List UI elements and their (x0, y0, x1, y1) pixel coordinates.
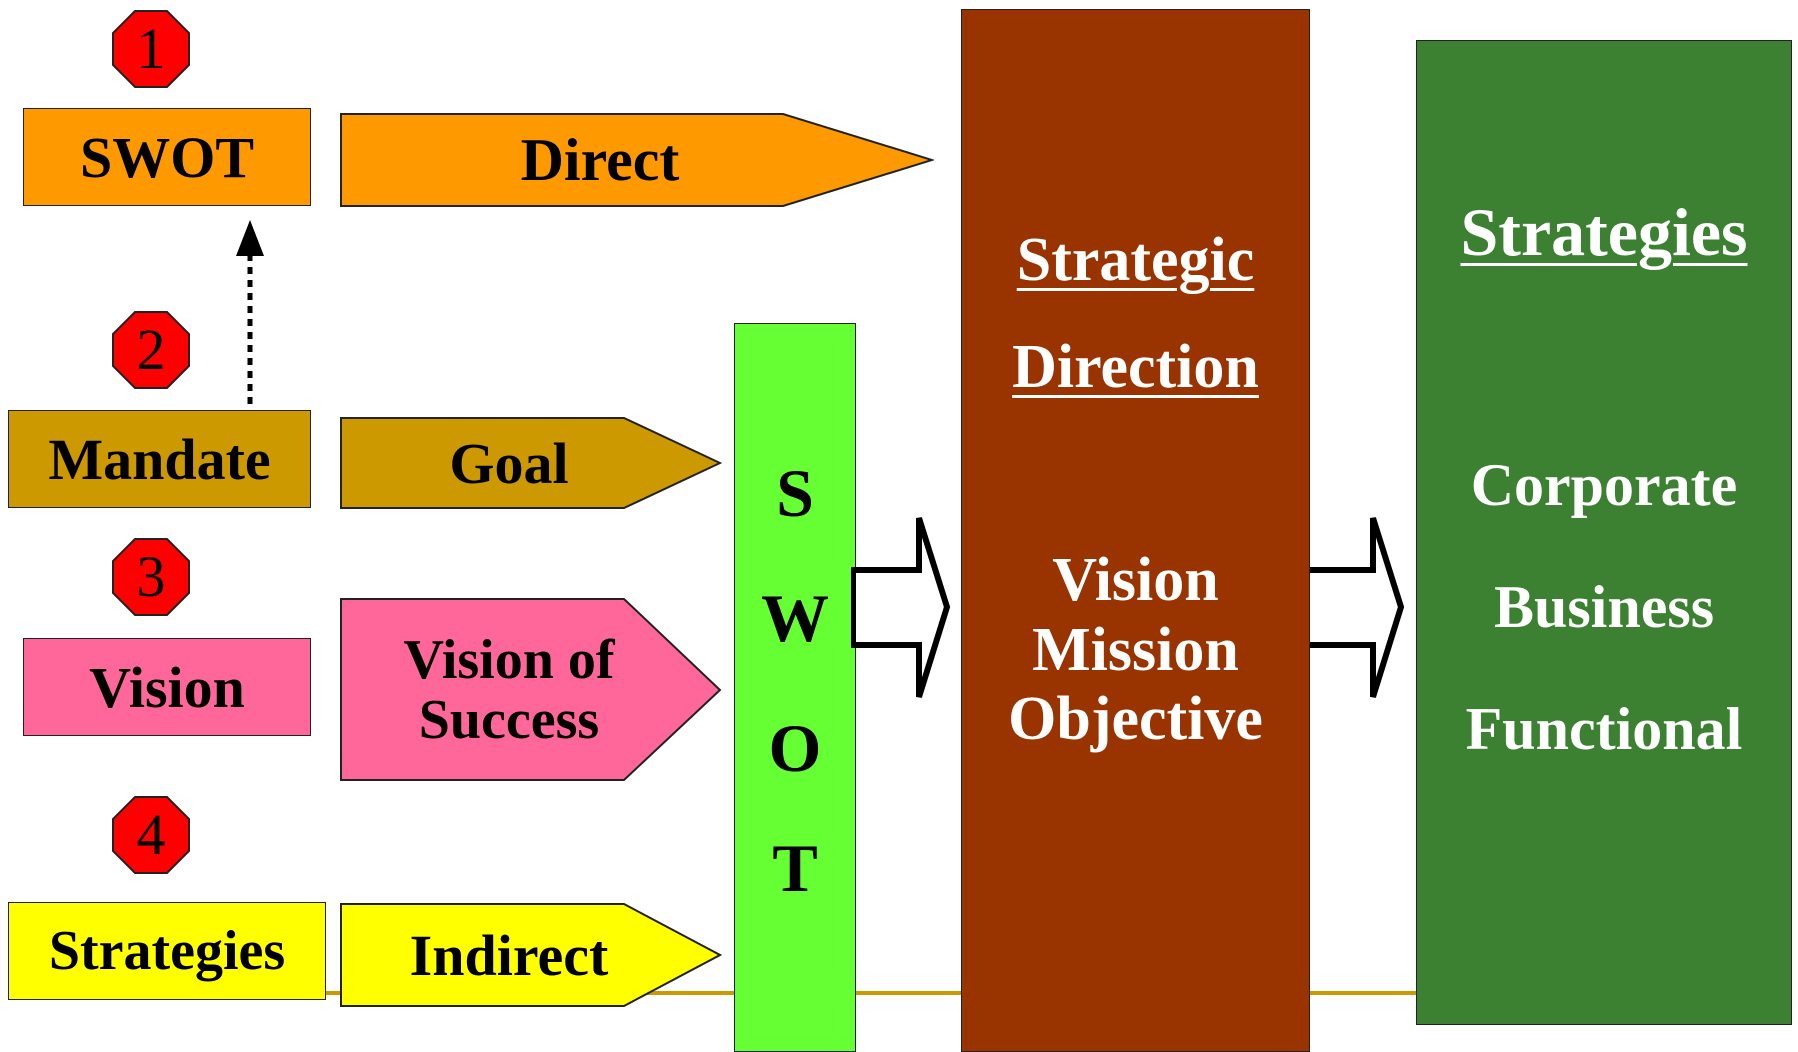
step-badge-3: 3 (112, 538, 190, 616)
step-badge-1: 1 (112, 10, 190, 88)
strategic-direction-title-line2: Direction (1012, 333, 1259, 401)
step-number: 3 (136, 544, 166, 609)
dotted-up-arrow-icon (236, 220, 264, 404)
strategies-panel: Strategies Corporate Business Functional (1416, 40, 1792, 1025)
octagon-icon (112, 538, 190, 616)
block-arrow-icon (851, 517, 951, 698)
strategy-item-functional: Functional (1465, 696, 1743, 762)
vision-box: Vision (23, 638, 311, 736)
goal-arrow-label: Goal (449, 431, 569, 496)
step-number: 2 (136, 317, 166, 382)
direct-arrow: Direct (340, 113, 934, 208)
mandate-box-label: Mandate (48, 426, 271, 492)
vision-box-label: Vision (89, 654, 245, 720)
mandate-box: Mandate (8, 410, 311, 508)
swot-letter-t: T (772, 830, 818, 906)
octagon-icon (112, 10, 190, 88)
step-badge-2: 2 (112, 311, 190, 389)
vision-of-success-line1: Vision of (403, 628, 615, 691)
direct-arrow-label: Direct (520, 127, 680, 193)
octagon-icon (112, 311, 190, 389)
step-badge-4: 4 (112, 796, 190, 874)
vision-of-success-label: Vision of Success (340, 598, 678, 782)
octagon-icon (112, 796, 190, 874)
strategy-item-corporate: Corporate (1470, 452, 1738, 518)
strategy-item-business: Business (1493, 574, 1715, 640)
block-arrow-icon (1305, 517, 1405, 698)
direction-item-mission: Mission (1032, 616, 1239, 684)
strategies-panel-title: Strategies (1460, 194, 1748, 270)
step-number: 1 (136, 16, 166, 81)
vision-of-success-arrow: Vision of Success (340, 598, 722, 782)
strategies-box-label: Strategies (48, 920, 286, 982)
step-number: 4 (136, 802, 166, 867)
swot-letter-o: O (768, 710, 822, 786)
swot-letter-s: S (776, 455, 814, 531)
vision-of-success-line2: Success (418, 689, 600, 751)
indirect-arrow: Indirect (340, 903, 722, 1008)
swot-box: SWOT (23, 108, 311, 206)
strategic-direction-title-line1: Strategic (1016, 226, 1255, 294)
indirect-arrow-label: Indirect (409, 923, 609, 988)
swot-letter-w: W (761, 580, 829, 656)
strategic-direction-panel: Strategic Direction Vision Mission Objec… (961, 9, 1310, 1052)
goal-arrow: Goal (340, 417, 722, 510)
swot-box-label: SWOT (79, 124, 255, 190)
swot-column: S W O T (734, 323, 856, 1052)
direction-item-objective: Objective (1008, 685, 1263, 753)
baseline-line (320, 991, 1420, 995)
strategies-box: Strategies (8, 902, 326, 1000)
direction-item-vision: Vision (1052, 546, 1219, 614)
